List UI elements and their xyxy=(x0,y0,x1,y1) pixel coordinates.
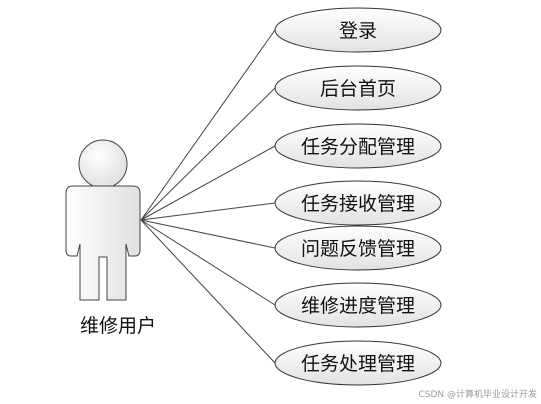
use-case-ellipse xyxy=(274,282,442,328)
actor-label: 维修用户 xyxy=(80,315,156,337)
association-line-login xyxy=(140,29,276,221)
use-case-ellipse xyxy=(274,180,442,226)
actor-body xyxy=(65,185,141,301)
use-case-ellipse xyxy=(274,225,442,271)
use-case-task-handle: 任务处理管理 xyxy=(274,340,442,386)
use-case-ellipse xyxy=(274,7,442,53)
use-case-label: 后台首页 xyxy=(320,78,396,100)
actor-head xyxy=(78,139,128,189)
use-case-home: 后台首页 xyxy=(274,65,442,111)
watermark: CSDN @计算机毕业设计开发 xyxy=(418,388,537,400)
association-line-feedback xyxy=(140,219,276,249)
association-lines xyxy=(140,29,276,364)
association-line-home xyxy=(140,87,276,221)
use-case-feedback: 问题反馈管理 xyxy=(274,225,442,271)
use-case-ellipse xyxy=(274,65,442,111)
use-case-progress: 维修进度管理 xyxy=(274,282,442,328)
association-line-task-handle xyxy=(140,219,276,364)
use-case-task-assign: 任务分配管理 xyxy=(274,123,442,169)
use-case-label: 问题反馈管理 xyxy=(301,238,415,260)
actor-figure xyxy=(65,139,141,301)
use-case-task-receive: 任务接收管理 xyxy=(274,180,442,226)
use-case-ellipse xyxy=(274,340,442,386)
use-case-login: 登录 xyxy=(274,7,442,53)
association-line-progress xyxy=(140,219,276,306)
association-line-task-receive xyxy=(140,202,276,221)
association-line-task-assign xyxy=(140,145,276,221)
use-case-label: 任务处理管理 xyxy=(301,353,415,375)
use-case-label: 任务接收管理 xyxy=(301,193,415,215)
use-case-label: 登录 xyxy=(339,20,377,42)
use-case-label: 维修进度管理 xyxy=(301,295,415,317)
use-case-label: 任务分配管理 xyxy=(301,136,415,158)
use-case-ellipse xyxy=(274,123,442,169)
